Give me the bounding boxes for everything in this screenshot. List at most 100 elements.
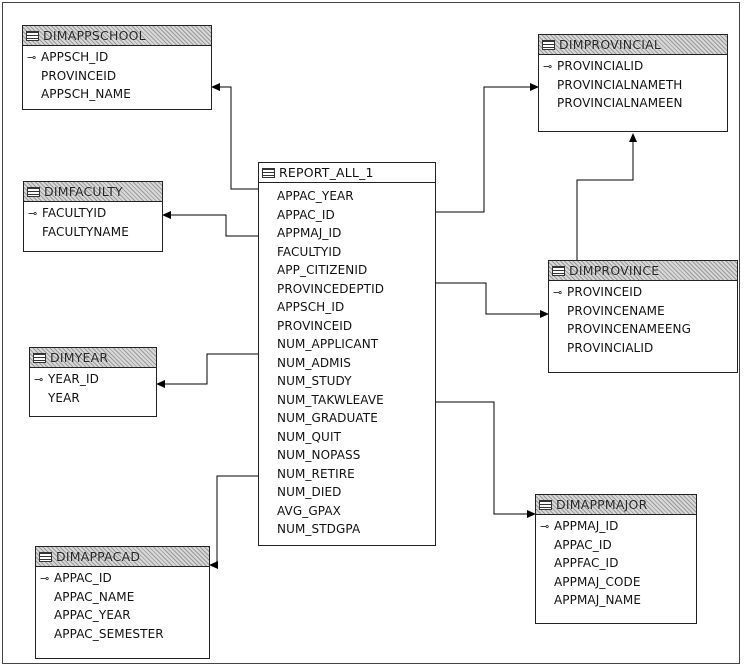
field-name: APPAC_YEAR: [54, 608, 131, 623]
field-row[interactable]: NUM_STDGPA: [259, 520, 435, 539]
field-name: APPAC_NAME: [54, 589, 135, 604]
field-name: APPAC_ID: [554, 537, 612, 552]
field-row[interactable]: PROVINCENAME: [549, 302, 737, 321]
field-row[interactable]: ⊸FACULTYID: [24, 204, 162, 223]
field-row[interactable]: AVG_GPAX: [259, 502, 435, 521]
field-row[interactable]: PROVINCIALID: [549, 339, 737, 358]
field-row[interactable]: APPAC_YEAR: [259, 187, 435, 206]
table-dimprovincial[interactable]: DIMPROVINCIAL ⊸ PROVINCIALID PROVINCIALNAM…: [538, 34, 728, 132]
field-name: NUM_ADMIS: [277, 355, 351, 370]
field-row[interactable]: PROVINCIALNAMETH: [539, 76, 727, 95]
field-name: NUM_QUIT: [277, 429, 342, 444]
field-row[interactable]: APPMAJ_NAME: [536, 591, 696, 610]
table-title: REPORT_ALL_1: [279, 165, 374, 180]
field-row[interactable]: APP_CITIZENID: [259, 261, 435, 280]
link-report-faculty: [162, 211, 258, 237]
field-row[interactable]: ⊸APPMAJ_ID: [536, 517, 696, 536]
field-name: PROVINCENAME: [567, 303, 665, 318]
key-icon: ⊸: [553, 285, 563, 299]
field-row[interactable]: APPAC_ID: [536, 536, 696, 555]
link-report-appacad: [209, 475, 258, 569]
table-dimappschool[interactable]: DIMAPPSCHOOL ⊸ APPSCH_ID PROVINCEID APPSCH_…: [22, 25, 212, 110]
link-report-province: [436, 282, 549, 318]
field-row[interactable]: YEAR: [30, 389, 156, 408]
table-title: DIMAPPSCHOOL: [43, 28, 146, 43]
table-icon: [262, 167, 275, 178]
field-row[interactable]: ⊸APPAC_ID: [36, 569, 209, 588]
field-row[interactable]: APPMAJ_CODE: [536, 573, 696, 592]
field-row[interactable]: NUM_DIED: [259, 483, 435, 502]
field-name: APP_CITIZENID: [277, 263, 368, 278]
field-row[interactable]: ⊸YEAR_ID: [30, 370, 156, 389]
table-icon: [26, 30, 39, 41]
field-row[interactable]: ⊸PROVINCEID: [549, 283, 737, 302]
field-row[interactable]: NUM_STUDY: [259, 372, 435, 391]
table-header: REPORT_ALL_1: [259, 163, 435, 183]
field-name: APPAC_YEAR: [277, 189, 354, 204]
field-name: NUM_STDGPA: [277, 522, 361, 537]
field-row[interactable]: NUM_NOPASS: [259, 446, 435, 465]
field-name: APPSCH_NAME: [41, 87, 131, 102]
table-icon: [33, 352, 46, 363]
table-header: DIMPROVINCE: [549, 261, 737, 281]
field-row[interactable]: NUM_ADMIS: [259, 354, 435, 373]
table-icon: [552, 265, 565, 276]
table-header: DIMAPPMAJOR: [536, 495, 696, 515]
field-row[interactable]: APPSCH_NAME: [23, 85, 211, 104]
field-row[interactable]: PROVINCEID: [23, 67, 211, 86]
field-row[interactable]: PROVINCIALNAMEEN: [539, 94, 727, 113]
field-name: PROVINCIALNAMEEN: [557, 96, 683, 111]
field-row[interactable]: NUM_APPLICANT: [259, 335, 435, 354]
field-name: YEAR: [48, 390, 80, 405]
key-icon: ⊸: [34, 372, 44, 386]
field-name: PROVINCEID: [277, 318, 353, 333]
field-name: AVG_GPAX: [277, 503, 341, 518]
table-header: DIMAPPACAD: [36, 547, 209, 567]
field-row[interactable]: NUM_TAKWLEAVE: [259, 391, 435, 410]
field-row[interactable]: FACULTYNAME: [24, 223, 162, 242]
field-row[interactable]: ⊸ PROVINCIALID: [539, 57, 727, 76]
field-row[interactable]: APPSCH_ID: [259, 298, 435, 317]
field-row[interactable]: APPAC_YEAR: [36, 606, 209, 625]
field-row[interactable]: APPAC_ID: [259, 206, 435, 225]
field-row[interactable]: NUM_RETIRE: [259, 465, 435, 484]
field-row[interactable]: NUM_QUIT: [259, 428, 435, 447]
field-row[interactable]: ⊸ APPSCH_ID: [23, 48, 211, 67]
field-name: PROVINCEID: [41, 68, 117, 83]
field-name: NUM_DIED: [277, 485, 342, 500]
table-header: DIMPROVINCIAL: [539, 35, 727, 55]
field-row[interactable]: APPFAC_ID: [536, 554, 696, 573]
field-row[interactable]: APPMAJ_ID: [259, 224, 435, 243]
field-name: PROVINCIALID: [557, 59, 644, 74]
field-name: APPSCH_ID: [41, 50, 109, 65]
link-report-year: [156, 353, 258, 388]
field-row[interactable]: NUM_GRADUATE: [259, 409, 435, 428]
field-name: NUM_STUDY: [277, 374, 352, 389]
field-name: APPMAJ_NAME: [554, 593, 642, 608]
field-row[interactable]: PROVINCENAMEENG: [549, 320, 737, 339]
link-report-provincial: [436, 83, 539, 213]
field-row[interactable]: FACULTYID: [259, 243, 435, 262]
table-title: DIMFACULTY: [44, 184, 123, 199]
field-row[interactable]: PROVINCEDEPTID: [259, 280, 435, 299]
key-icon: ⊸: [27, 50, 37, 64]
key-icon: ⊸: [543, 59, 553, 73]
field-name: NUM_APPLICANT: [277, 337, 379, 352]
link-province-provincial: [576, 133, 637, 260]
field-name: NUM_GRADUATE: [277, 411, 378, 426]
field-name: NUM_NOPASS: [277, 448, 361, 463]
field-name: APPSCH_ID: [277, 300, 345, 315]
field-row[interactable]: APPAC_SEMESTER: [36, 625, 209, 644]
field-row[interactable]: PROVINCEID: [259, 317, 435, 336]
table-title: DIMAPPACAD: [56, 549, 141, 564]
field-row[interactable]: APPAC_NAME: [36, 588, 209, 607]
